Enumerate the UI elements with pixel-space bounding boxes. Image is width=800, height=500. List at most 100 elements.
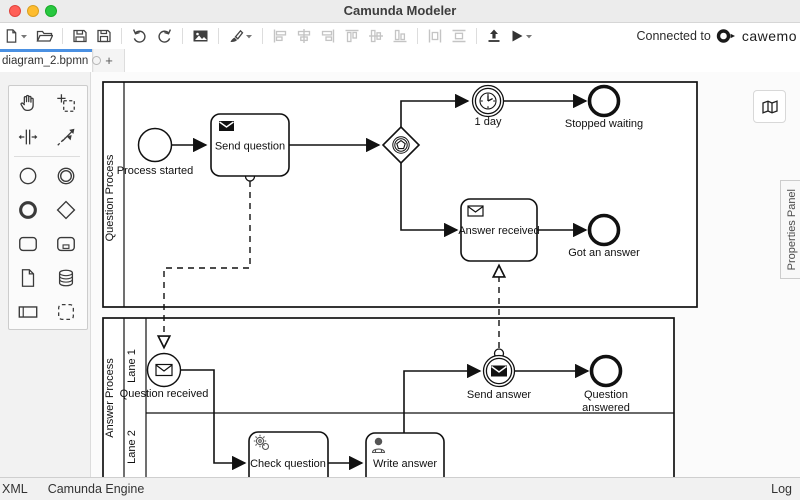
hand-tool[interactable] — [9, 86, 47, 120]
window-title: Camunda Modeler — [343, 3, 457, 18]
new-tab-label: + — [105, 53, 113, 68]
create-gateway[interactable] — [47, 193, 85, 227]
create-subprocess[interactable] — [47, 227, 85, 261]
workspace: Question Process Answer Process Lane 1 L… — [0, 72, 800, 477]
create-start-event[interactable] — [9, 159, 47, 193]
engine-version-button[interactable]: Camunda Engine — [47, 482, 145, 496]
chevron-down-icon — [526, 35, 532, 39]
active-tab-indicator — [0, 49, 92, 52]
align-left-icon — [273, 29, 287, 43]
hand-icon — [20, 94, 34, 111]
status-bar: XML Camunda Engine Log — [0, 477, 800, 500]
minimap-toggle-button[interactable] — [753, 90, 786, 123]
tab-bar: diagram_2.bpmn + — [0, 49, 800, 73]
lasso-icon — [57, 94, 75, 112]
task-send-question[interactable]: Send question — [210, 113, 290, 177]
intermediate-event-send-answer[interactable]: Send answer — [467, 354, 532, 402]
message-icon — [155, 363, 173, 377]
align-top-button[interactable] — [340, 25, 364, 47]
start-event-process-started[interactable]: Process started — [117, 127, 193, 178]
end-event-stopped-waiting[interactable]: Stopped waiting — [565, 84, 643, 131]
create-data-object[interactable] — [9, 261, 47, 295]
save-as-button[interactable] — [92, 25, 116, 47]
space-tool[interactable] — [9, 120, 47, 154]
distribute-vertical-icon — [452, 29, 466, 43]
check-question-label: Check question — [250, 458, 326, 470]
end-event-got-an-answer[interactable]: Got an answer — [568, 213, 640, 260]
create-end-event[interactable] — [9, 193, 47, 227]
start-event-icon — [19, 167, 37, 185]
export-image-button[interactable] — [188, 25, 213, 47]
send-question-label: Send question — [215, 141, 285, 153]
align-top-icon — [345, 29, 359, 43]
pool-question-process[interactable]: Question Process — [102, 81, 698, 308]
create-task[interactable] — [9, 227, 47, 261]
question-answered-label-line1: Question — [584, 389, 628, 401]
start-instance-button[interactable] — [506, 25, 537, 47]
one-day-label: 1 day — [475, 116, 502, 128]
open-folder-icon — [36, 30, 53, 42]
pentagon-icon — [396, 139, 406, 150]
undo-button[interactable] — [127, 25, 152, 47]
pool-question-label: Question Process — [104, 154, 116, 241]
global-connect-tool[interactable] — [47, 120, 85, 154]
brush-icon — [230, 29, 244, 42]
close-window-button[interactable] — [9, 5, 21, 17]
minimize-window-button[interactable] — [27, 5, 39, 17]
create-participant[interactable] — [9, 295, 47, 329]
tab-diagram[interactable]: diagram_2.bpmn — [0, 49, 102, 72]
title-bar: Camunda Modeler — [0, 0, 800, 23]
align-center-icon — [297, 29, 311, 43]
start-event-question-received[interactable]: Question received — [120, 352, 209, 401]
properties-panel-tab[interactable]: Properties Panel — [780, 180, 800, 279]
format-painter-button[interactable] — [224, 25, 257, 47]
open-file-button[interactable] — [32, 25, 57, 47]
stopped-waiting-label: Stopped waiting — [565, 118, 643, 130]
pool-answer-label: Answer Process — [104, 358, 116, 438]
task-check-question[interactable]: Check question — [248, 431, 329, 477]
lasso-tool[interactable] — [47, 86, 85, 120]
send-message-icon — [219, 121, 234, 131]
save-icon — [73, 29, 87, 43]
clock-icon — [479, 92, 497, 110]
receive-message-icon — [467, 205, 484, 217]
align-left-button[interactable] — [268, 25, 292, 47]
gateway-icon — [56, 200, 76, 220]
log-toggle[interactable]: Log — [771, 482, 792, 496]
create-intermediate-event[interactable] — [47, 159, 85, 193]
connect-icon — [57, 128, 75, 146]
process-started-label: Process started — [117, 165, 193, 177]
xml-view-toggle[interactable]: XML — [2, 482, 28, 496]
align-center-button[interactable] — [292, 25, 316, 47]
maximize-window-button[interactable] — [45, 5, 57, 17]
play-icon — [512, 30, 523, 42]
save-button[interactable] — [68, 25, 92, 47]
event-based-gateway[interactable] — [381, 125, 421, 165]
align-middle-icon — [369, 29, 383, 43]
task-write-answer[interactable]: Write answer — [365, 432, 445, 477]
timer-event-1-day[interactable]: 1 day — [471, 84, 505, 129]
create-group[interactable] — [47, 295, 85, 329]
task-answer-received[interactable]: Answer received — [458, 198, 540, 262]
align-bottom-button[interactable] — [388, 25, 412, 47]
palette — [8, 85, 88, 330]
chevron-down-icon — [21, 35, 27, 39]
undo-icon — [132, 29, 146, 43]
distribute-horizontal-button[interactable] — [423, 25, 447, 47]
align-right-button[interactable] — [316, 25, 340, 47]
chevron-down-icon — [246, 35, 252, 39]
redo-button[interactable] — [152, 25, 177, 47]
question-answered-label-line2: answered — [582, 402, 630, 414]
align-middle-button[interactable] — [364, 25, 388, 47]
diagram-canvas[interactable]: Question Process Answer Process Lane 1 L… — [90, 72, 800, 477]
distribute-vertical-button[interactable] — [447, 25, 471, 47]
sequence-flows — [172, 93, 590, 471]
align-right-icon — [321, 29, 335, 43]
send-message-icon — [491, 365, 507, 377]
end-event-question-answered[interactable]: Question answered — [582, 354, 630, 415]
new-file-button[interactable] — [0, 25, 32, 47]
cawemo-brand-label[interactable]: cawemo — [741, 28, 797, 44]
deploy-button[interactable] — [482, 25, 506, 47]
create-data-store[interactable] — [47, 261, 85, 295]
space-tool-icon — [18, 129, 38, 145]
